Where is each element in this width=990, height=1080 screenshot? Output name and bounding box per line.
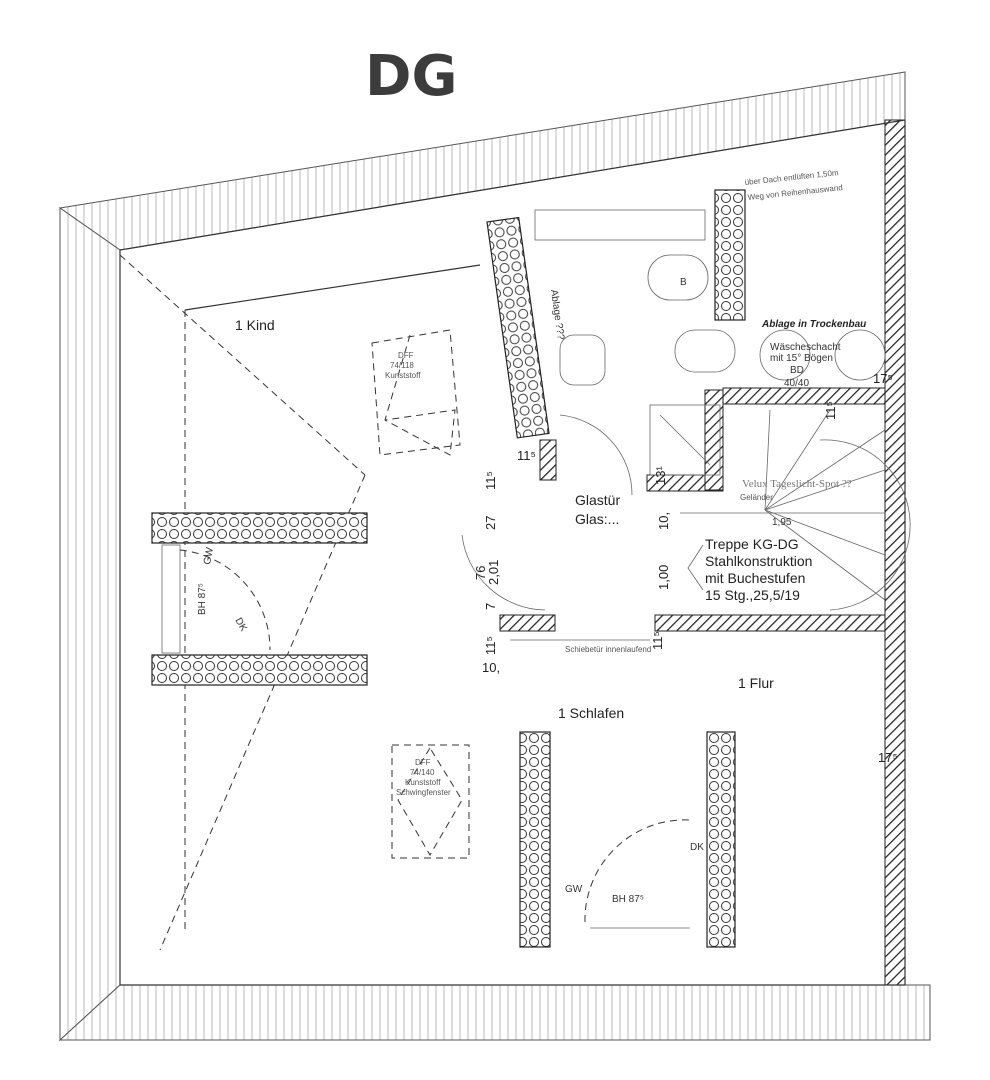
window-label: DFF — [398, 351, 414, 360]
door-swing — [461, 534, 546, 611]
stair-label: 15 Stg.,25,5/19 — [705, 587, 800, 603]
sliding-door-label: Schiebetür innenlaufend — [565, 645, 651, 654]
railing-label: Geländer — [740, 493, 773, 502]
dormer-window — [161, 544, 181, 654]
dim: 1,00 — [656, 565, 671, 590]
party-wall — [884, 119, 906, 986]
velux-note: Velux Tageslicht-Spot ?? — [742, 478, 852, 490]
door-swing — [584, 819, 691, 923]
storage-note: Ablage ??? — [548, 289, 566, 341]
dim: 27 — [483, 516, 498, 530]
dim: 10, — [656, 512, 671, 530]
dim: 17⁵ — [873, 371, 893, 386]
dormer-wall-top — [151, 512, 368, 544]
stair-label: Treppe KG-DG — [705, 536, 799, 552]
window-label: 74/140 — [410, 768, 435, 777]
wall-left-door — [499, 614, 556, 632]
dk-label: DK — [690, 842, 704, 853]
window-label: Kunststoff — [405, 778, 441, 787]
wall-stair-top — [722, 387, 886, 405]
dim: 11⁵ — [483, 471, 498, 490]
dormer-wall-bottom — [151, 654, 368, 686]
bh-label: BH 87⁵ — [612, 894, 644, 905]
dim: 11⁵ — [483, 636, 498, 655]
bath-label: B — [680, 277, 687, 288]
room-label-kind: 1 Kind — [235, 317, 275, 333]
window-label: Kunststoff — [385, 371, 421, 380]
bd-label: BD — [790, 365, 804, 376]
stair-label: Stahlkonstruktion — [705, 553, 812, 569]
gw-label: GW — [565, 884, 583, 895]
stair-callout — [687, 544, 704, 591]
washbasin — [559, 334, 606, 386]
dim: 76 — [473, 566, 488, 580]
window-label: DFF — [415, 758, 431, 767]
glass-door-label: Glastür — [575, 492, 620, 508]
shower — [649, 404, 721, 476]
wall-stair-bottom — [654, 614, 886, 632]
roof-slope-lines — [119, 254, 481, 951]
bath-wall-right — [714, 189, 746, 321]
drywall-note: Ablage in Trockenbau — [761, 319, 866, 330]
chute-label: Wäscheschacht — [770, 342, 841, 353]
stair-width: 1,95 — [772, 517, 792, 528]
dim: 11⁵ — [823, 401, 838, 420]
roof-window-schlafen — [391, 744, 470, 859]
bh-label: BH 87⁵ — [197, 583, 208, 615]
window-label: Schwingfenster — [396, 788, 451, 797]
dormer-wall-right — [706, 731, 736, 948]
room-label-flur: 1 Flur — [738, 675, 774, 691]
door-swing — [559, 414, 633, 496]
dim: 13¹ — [653, 466, 668, 485]
chute-label-2: mit 15° Bögen — [770, 353, 833, 364]
dim: 2,01 — [486, 560, 501, 585]
bath-window — [534, 209, 706, 241]
roof-window-kind — [371, 329, 461, 456]
staircase — [680, 409, 911, 611]
dk-label: DK — [232, 616, 249, 634]
chute-circle — [759, 329, 811, 381]
bd-size: 40/40 — [784, 378, 809, 389]
dim: 17⁵ — [878, 750, 898, 765]
dim: 11⁵ — [650, 631, 665, 650]
toilet-2 — [674, 329, 736, 373]
stair-label: mit Buchestufen — [705, 570, 805, 586]
room-label-schlafen: 1 Schlafen — [558, 705, 624, 721]
bath-wall-left — [486, 216, 550, 439]
door-swing — [179, 549, 271, 651]
roof-outline — [58, 71, 931, 1042]
dim: 7 — [483, 603, 498, 610]
floor-title: DG — [365, 44, 457, 109]
wall-stub — [539, 439, 557, 481]
vent-note-2: Weg von Reihenhauswand — [747, 183, 843, 202]
glass-door-label-2: Glas:... — [575, 511, 619, 527]
window-label: 74/118 — [390, 361, 414, 370]
dormer-wall-left — [519, 731, 551, 948]
gw-label: GW — [202, 546, 216, 565]
toilet — [647, 254, 709, 301]
dim: 11⁵ — [517, 448, 536, 463]
dim: 10, — [482, 660, 500, 675]
